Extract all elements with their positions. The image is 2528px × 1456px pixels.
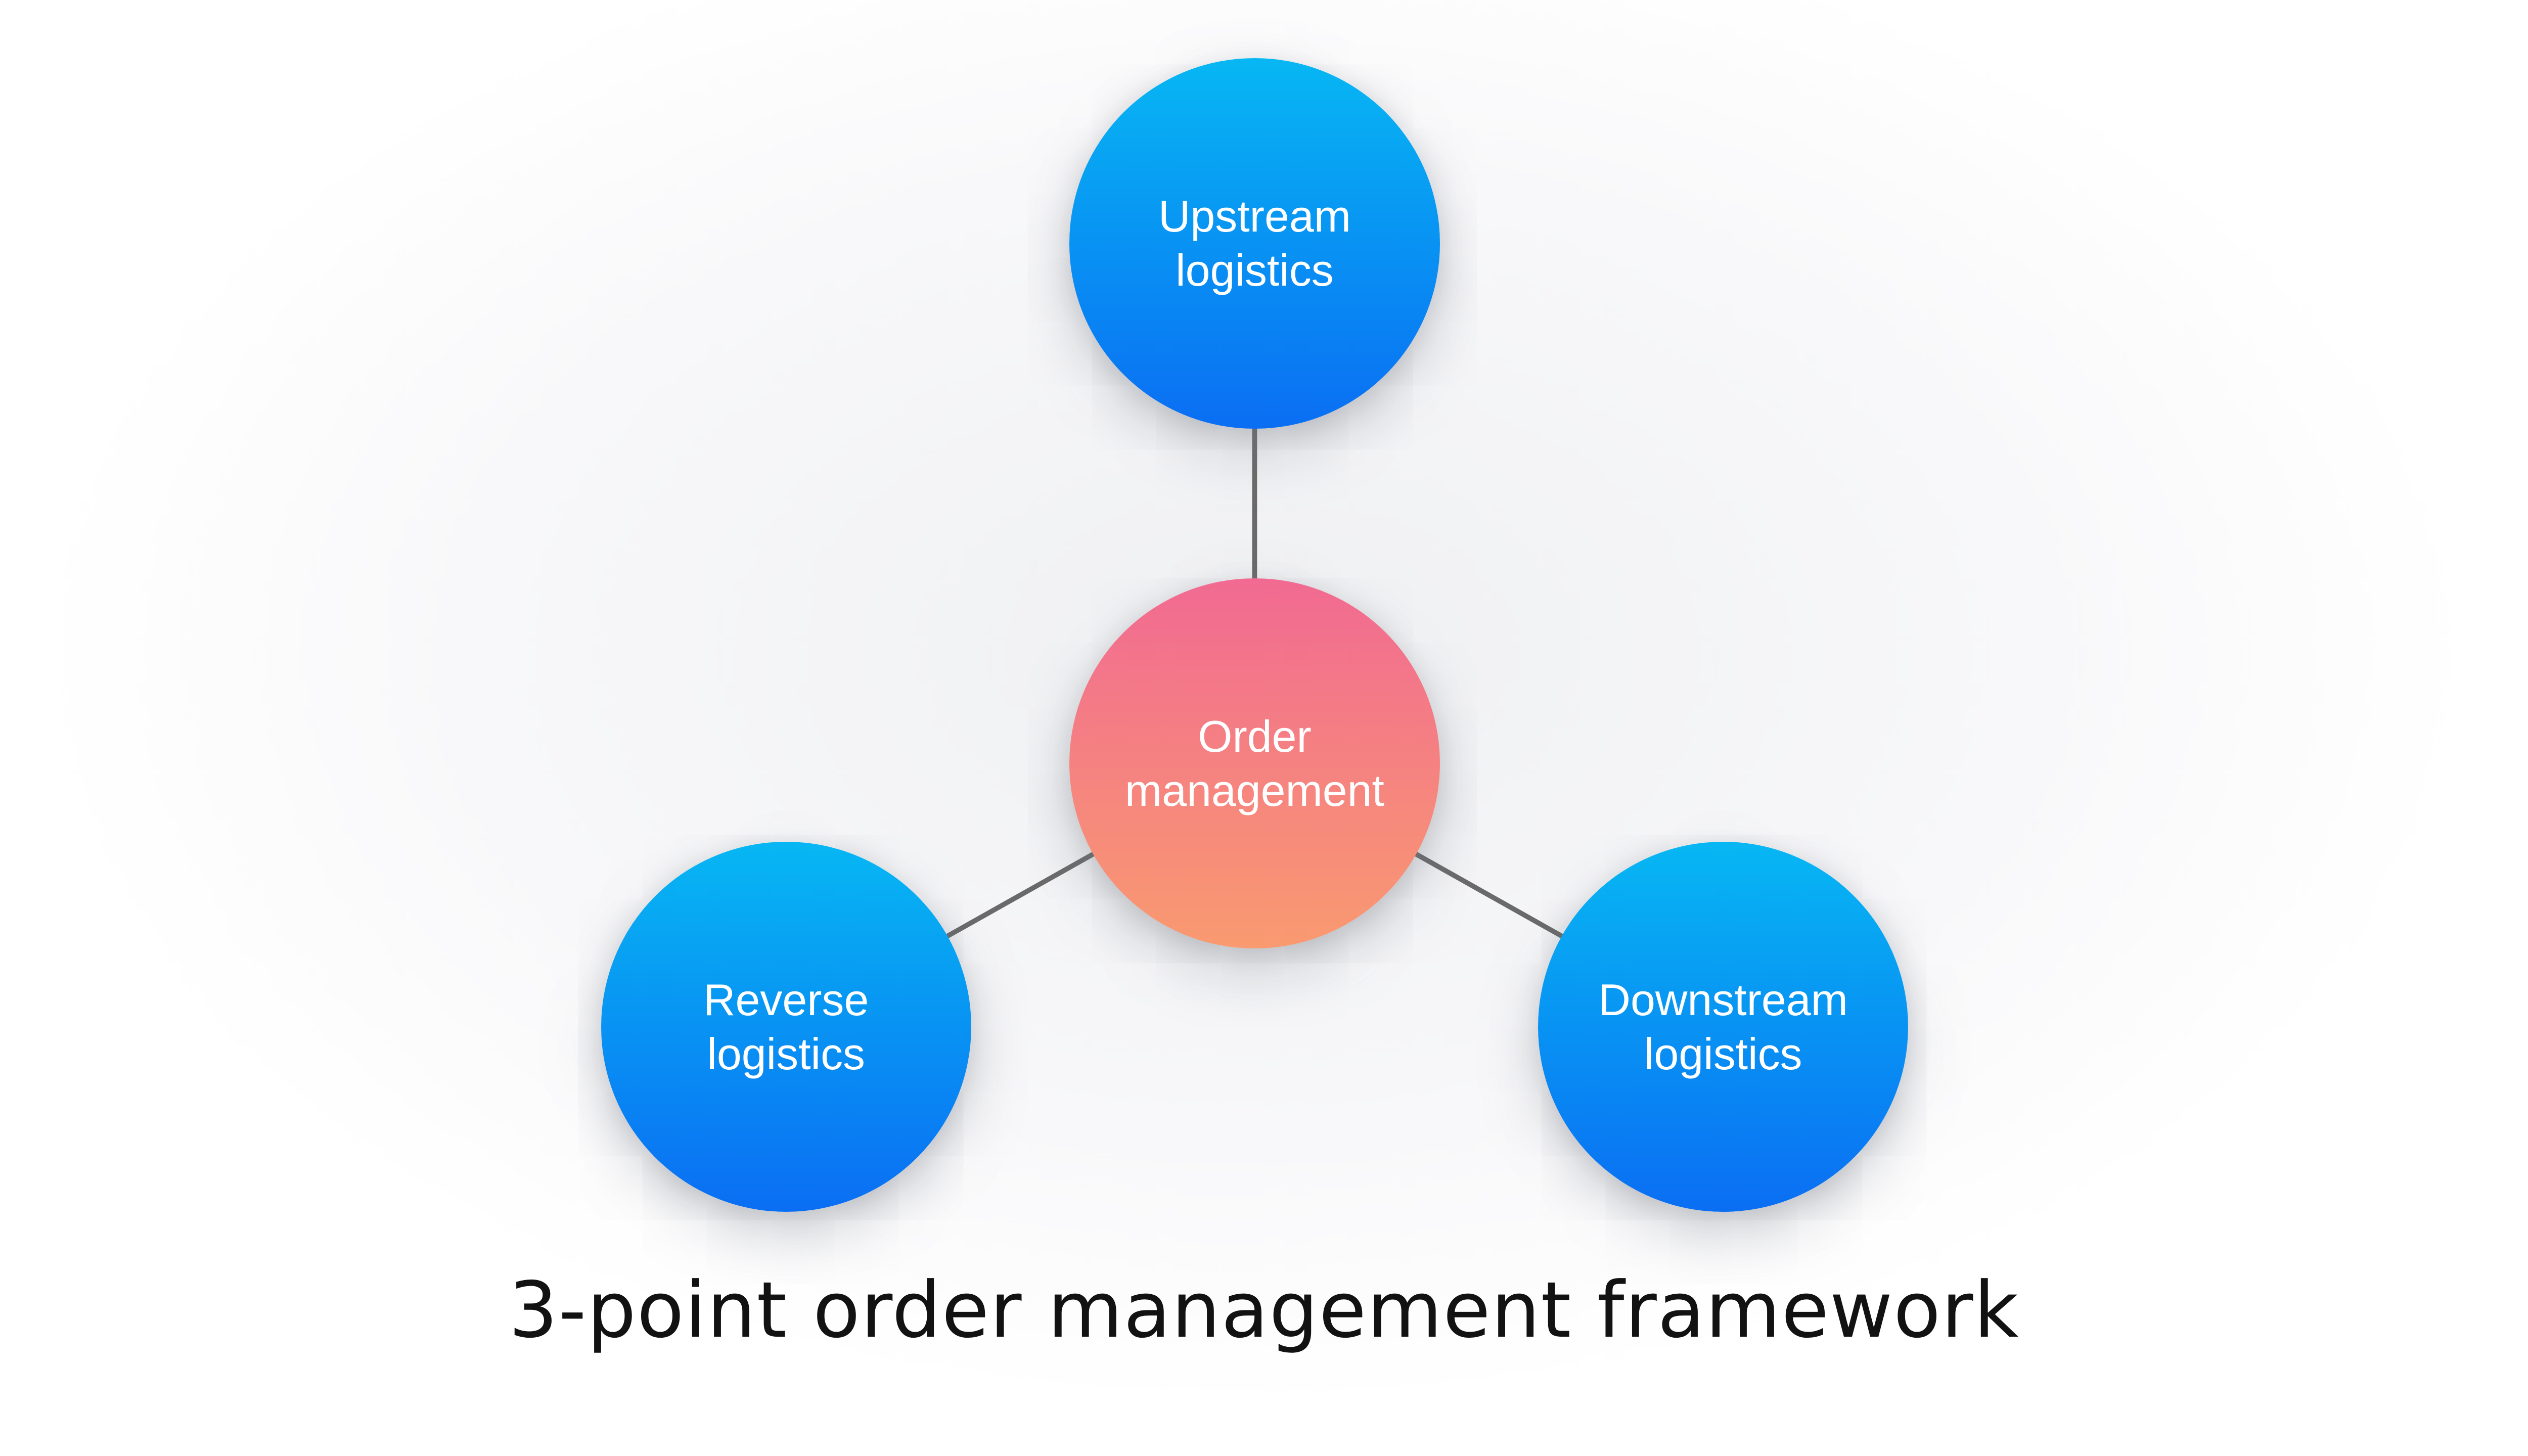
node-upstream-logistics: Upstream logistics bbox=[1069, 58, 1440, 429]
diagram-canvas: Upstream logistics Order management Reve… bbox=[0, 0, 2528, 1422]
node-reverse-label: Reverse logistics bbox=[703, 974, 869, 1079]
node-downstream-logistics: Downstream logistics bbox=[1538, 842, 1909, 1212]
node-order-management: Order management bbox=[1069, 578, 1440, 948]
node-reverse-logistics: Reverse logistics bbox=[601, 842, 971, 1212]
node-center-label: Order management bbox=[1124, 711, 1384, 815]
node-downstream-label: Downstream logistics bbox=[1598, 974, 1848, 1079]
diagram-title: 3-point order management framework bbox=[509, 1265, 2019, 1355]
node-upstream-label: Upstream logistics bbox=[1158, 191, 1351, 296]
